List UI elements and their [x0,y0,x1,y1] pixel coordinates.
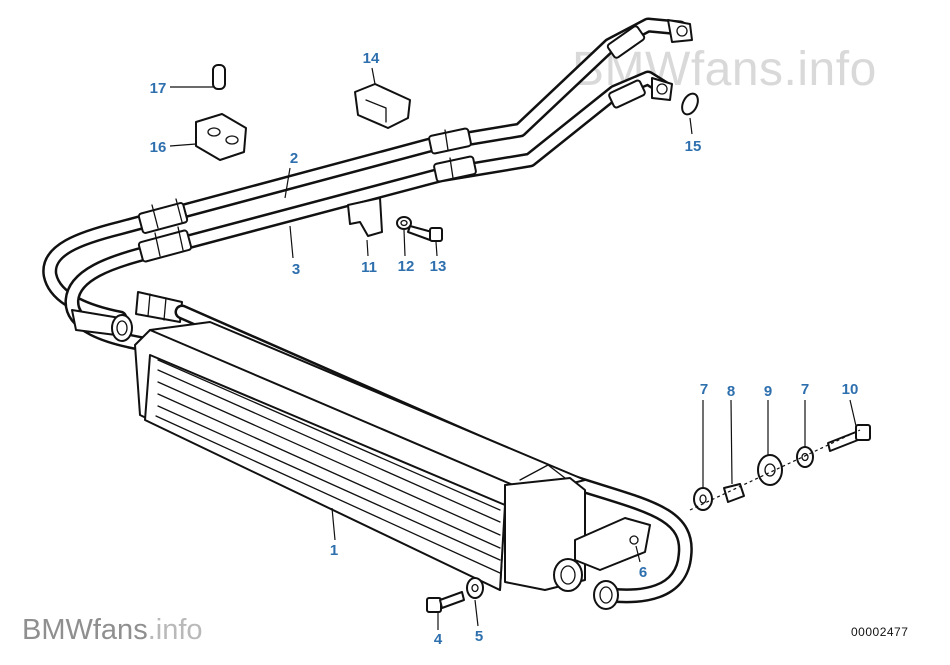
part-label-10: 10 [842,381,859,398]
part-label-5: 5 [475,628,483,645]
part-label-14: 14 [363,50,380,67]
watermark-bottom-suffix: .info [147,614,203,646]
part-label-7-right: 7 [801,381,809,398]
oil-line-2[interactable] [42,17,693,326]
part-label-1: 1 [330,542,338,559]
part-label-6: 6 [639,564,647,581]
left-hose-fittings [71,291,183,342]
part-label-3: 3 [292,261,300,278]
part-label-7-left: 7 [700,381,708,398]
leader-lines [169,67,857,630]
return-hose [174,304,693,610]
watermark-top: BMWfans.info [572,42,877,97]
part-label-9: 9 [764,383,772,400]
part-label-15: 15 [685,138,702,155]
watermark-top-suffix: .info [783,43,877,96]
part-label-4: 4 [434,631,443,648]
washer-5[interactable] [466,577,484,599]
watermark-bottom-name: fans [92,614,148,646]
o-ring-15[interactable] [679,91,701,117]
part-label-12: 12 [398,258,415,275]
part-label-11: 11 [361,259,377,276]
washer-7-right[interactable] [796,446,814,468]
mounting-bracket-6[interactable] [574,517,651,571]
part-label-8: 8 [727,383,735,400]
diagram-number: 00002477 [851,625,909,639]
part-labels: 1 2 3 4 5 6 7 8 9 7 10 11 12 13 14 15 16… [150,50,859,648]
rubber-mount-9[interactable] [757,454,783,486]
hose-clamp-16[interactable] [195,113,247,161]
rubber-sleeve-17[interactable] [212,64,226,90]
part-label-13: 13 [430,258,447,275]
hose-clip-11[interactable] [347,197,383,237]
watermark-top-name: fans [690,43,784,96]
hose-clamp-14[interactable] [354,83,411,129]
bolt-10[interactable] [827,424,871,452]
part-label-16: 16 [150,139,167,156]
oil-cooler[interactable] [134,321,586,592]
washer-12[interactable] [396,216,412,230]
part-label-2: 2 [290,150,298,167]
bolt-4[interactable] [426,591,465,613]
spacer-8[interactable] [723,483,745,503]
watermark-bottom-brand: BMW [22,614,93,646]
part-label-17: 17 [150,80,167,97]
bolt-13[interactable] [407,225,443,242]
watermark-bottom: BMWfans.info [22,614,203,647]
